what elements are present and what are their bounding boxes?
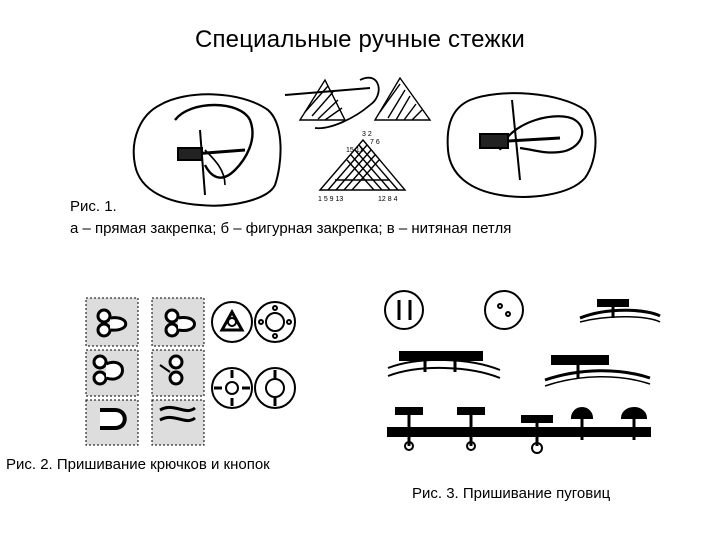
straight-bartack-illustration [132,93,282,207]
thread-loop-illustration [446,92,597,198]
figure1-caption-line2: а – прямая закрепка; б – фигурная закреп… [70,220,512,237]
svg-text:3 2: 3 2 [362,131,372,138]
figure1-caption-line1: Рис. 1. [70,198,117,215]
shank-buttons [395,407,648,454]
svg-text:15 11: 15 11 [346,147,363,154]
slide-title: Специальные ручные стежки [194,26,526,53]
diagram-numbers-bottom-right: 12 8 4 [378,196,398,203]
figure3-caption: Рис. 3. Пришивание пуговиц [412,485,611,502]
snap-buttons [211,301,296,409]
figure-bartack-illustration [284,76,432,191]
svg-text:7 6: 7 6 [370,139,380,146]
diagram-numbers-bottom-left: 1 5 9 13 [318,196,343,203]
figure2-caption: Рис. 2. Пришивание крючков и кнопок [6,456,270,473]
hook-panels [85,297,205,446]
buttons-sewing [384,290,661,454]
